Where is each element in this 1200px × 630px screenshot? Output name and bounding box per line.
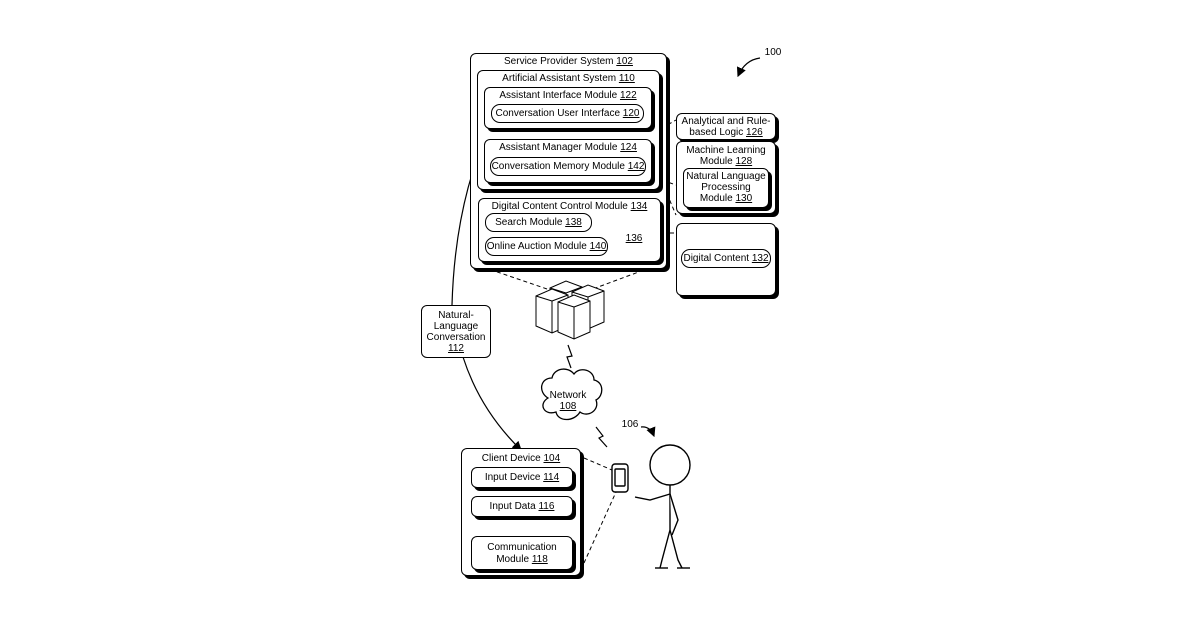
storage-ref-label: 136 [619, 233, 649, 245]
assistant-interface-title: Assistant Interface Module 122 [485, 90, 651, 102]
network-ref: 108 [548, 401, 588, 413]
input-device-label: Input Device 114 [472, 472, 572, 484]
wireless-bolt-bottom [596, 427, 607, 447]
wireless-bolt-top [567, 345, 572, 368]
service-provider-title: Service Provider System 102 [471, 56, 666, 68]
user-figure-icon [612, 445, 690, 568]
digital-content-pill: Digital Content 132 [681, 249, 771, 268]
nlp-line3: Module 130 [684, 193, 768, 205]
input-data-label: Input Data 116 [472, 501, 572, 513]
online-auction-module-pill: Online Auction Module 140 [485, 237, 608, 256]
input-data-box: Input Data 116 [471, 496, 573, 517]
conversation-memory-module-pill: Conversation Memory Module 142 [490, 157, 646, 176]
communication-module-box: Communication Module 118 [471, 536, 573, 570]
server-rack-icon [536, 281, 604, 339]
machine-learning-line2: Module 128 [677, 156, 775, 168]
assistant-manager-title: Assistant Manager Module 124 [485, 142, 651, 154]
conversation-user-interface-pill: Conversation User Interface 120 [491, 104, 644, 123]
input-device-box: Input Device 114 [471, 467, 573, 488]
search-module-pill: Search Module 138 [485, 213, 592, 232]
user-ref-arrow [641, 427, 654, 436]
client-device-title: Client Device 104 [462, 453, 580, 465]
figure-ref-label: 100 [758, 47, 788, 59]
analytical-logic-box: Analytical and Rule- based Logic 126 [676, 113, 776, 140]
analytical-logic-line2: based Logic 126 [677, 127, 775, 139]
natural-language-conversation-box: Natural- Language Conversation 112 [421, 305, 491, 358]
user-ref-label: 106 [618, 419, 642, 431]
nl-conversation-ref: 112 [422, 343, 490, 355]
figure-ref-arrow [738, 58, 760, 76]
communication-module-line2: Module 118 [472, 554, 572, 566]
communication-module-line1: Communication [472, 542, 572, 554]
nlp-module-box: Natural Language Processing Module 130 [683, 168, 769, 208]
artificial-assistant-title: Artificial Assistant System 110 [478, 73, 659, 85]
conversation-arrow-down [463, 357, 521, 450]
digital-content-control-title: Digital Content Control Module 134 [479, 201, 660, 213]
